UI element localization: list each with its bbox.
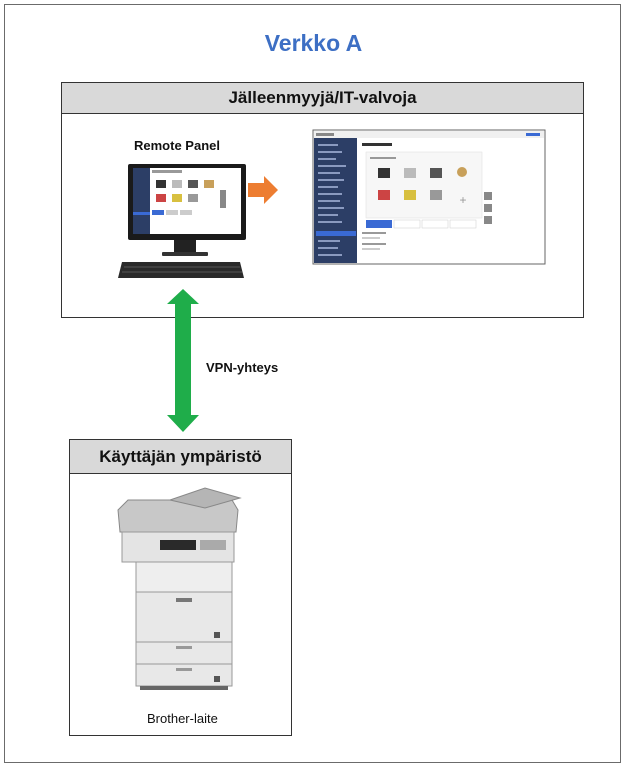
double-arrow-icon bbox=[167, 289, 199, 432]
device-label: Brother-laite bbox=[147, 711, 218, 726]
diagram-title: Verkko A bbox=[264, 30, 363, 56]
arrow-right-icon bbox=[248, 176, 278, 204]
web-interface-screenshot: + bbox=[312, 129, 546, 265]
remote-panel-label: Remote Panel bbox=[134, 138, 220, 153]
reseller-header: Jälleenmyyjä/IT-valvoja bbox=[62, 83, 583, 114]
diagram-frame bbox=[4, 4, 621, 763]
reseller-box: Jälleenmyyjä/IT-valvoja bbox=[61, 82, 584, 318]
vpn-label: VPN-yhteys bbox=[206, 360, 279, 375]
monitor-icon bbox=[128, 164, 246, 256]
keyboard-icon bbox=[118, 262, 244, 278]
printer-icon bbox=[117, 487, 242, 690]
svg-text:+: + bbox=[459, 193, 466, 207]
user-environment-header: Käyttäjän ympäristö bbox=[70, 440, 291, 474]
